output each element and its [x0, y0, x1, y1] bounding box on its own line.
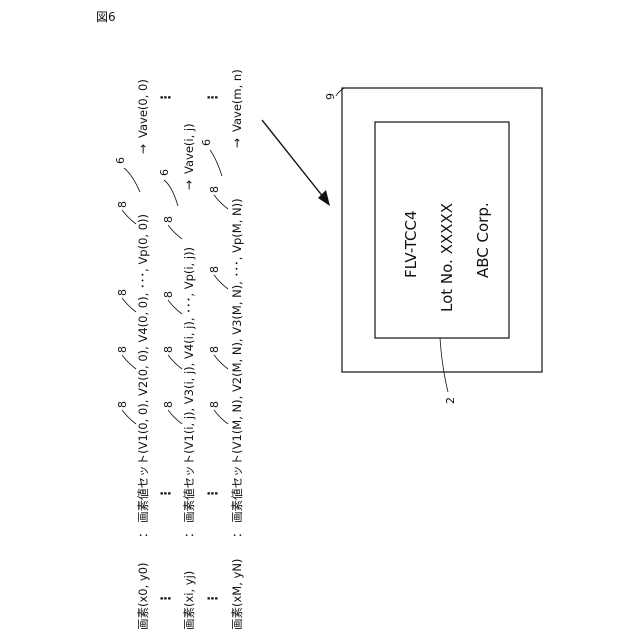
ellipsis-dots: ⋮ — [206, 487, 221, 500]
pixel-average: Vave(0, 0) — [136, 79, 150, 138]
ref-numeral-6: 6 — [200, 139, 213, 146]
arrow-symbol: → — [182, 180, 196, 190]
pixel-row-m: 画素(xM, yN) ： 画素値セット(V1(M, N), V2(M, N), … — [230, 69, 244, 630]
pixel-value-set: ： 画素値セット(V1(M, N), V2(M, N), V3(M, N), ･… — [230, 198, 244, 538]
ellipsis-dots: ⋮ — [159, 91, 174, 104]
ref-numeral-6: 6 — [158, 169, 171, 176]
ref-numeral-8: 8 — [116, 289, 129, 296]
pixel-row-0: 画素(x0, y0) ： 画素値セット(V1(0, 0), V2(0, 0), … — [136, 79, 150, 630]
ref-numeral-6: 6 — [114, 157, 127, 164]
ref-numeral-8: 8 — [162, 346, 175, 353]
ref-numeral-8: 8 — [162, 291, 175, 298]
ref-numeral-8: 8 — [162, 401, 175, 408]
arrow-symbol: → — [230, 138, 244, 148]
ref-numeral-8: 8 — [208, 346, 221, 353]
pixel-row-i: 画素(xi, yj) ： 画素値セット(V1(i, j), V3(i, j), … — [182, 123, 196, 630]
pixel-coord: 画素(x0, y0) — [136, 562, 150, 630]
ref-6-leaders — [124, 150, 222, 206]
ellipsis-dots: ⋮ — [206, 592, 221, 605]
ellipsis-dots: ⋮ — [159, 487, 174, 500]
ref-numeral-8: 8 — [162, 216, 175, 223]
ref-numeral-8: 8 — [116, 401, 129, 408]
pixel-value-set: ： 画素値セット(V1(0, 0), V2(0, 0), V4(0, 0), ･… — [136, 214, 150, 538]
ellipsis-dots: ⋮ — [206, 91, 221, 104]
ref-numeral-8: 8 — [208, 401, 221, 408]
process-arrow — [262, 120, 330, 206]
ref-numeral-9: 9 — [324, 93, 337, 100]
ref-numeral-8: 8 — [116, 201, 129, 208]
ref-6-labels: 6 6 6 — [114, 139, 213, 176]
pixel-value-set: ： 画素値セット(V1(i, j), V3(i, j), V4(i, j), ･… — [182, 247, 196, 538]
company-name: ABC Corp. — [474, 202, 492, 278]
ref-9-leader — [336, 88, 344, 96]
card-text: FLV-TCC4 Lot No. XXXXX ABC Corp. — [402, 202, 492, 312]
lot-number: Lot No. XXXXX — [438, 203, 456, 312]
pixel-coord: 画素(xi, yj) — [182, 571, 196, 630]
arrow-symbol: → — [136, 144, 150, 154]
product-name: FLV-TCC4 — [402, 210, 420, 278]
ref-numeral-8: 8 — [208, 266, 221, 273]
pixel-coord: 画素(xM, yN) — [230, 559, 244, 630]
ref-numeral-2: 2 — [444, 397, 457, 404]
ellipsis-dots: ⋮ — [159, 592, 174, 605]
ref-8-labels: 8 8 8 8 8 8 8 8 8 8 8 8 — [116, 186, 221, 408]
ref-2-leader — [440, 338, 448, 392]
pixel-average: Vave(m, n) — [230, 69, 244, 132]
ref-numeral-8: 8 — [208, 186, 221, 193]
pixel-average: Vave(i, j) — [182, 123, 196, 174]
ref-numeral-8: 8 — [116, 346, 129, 353]
